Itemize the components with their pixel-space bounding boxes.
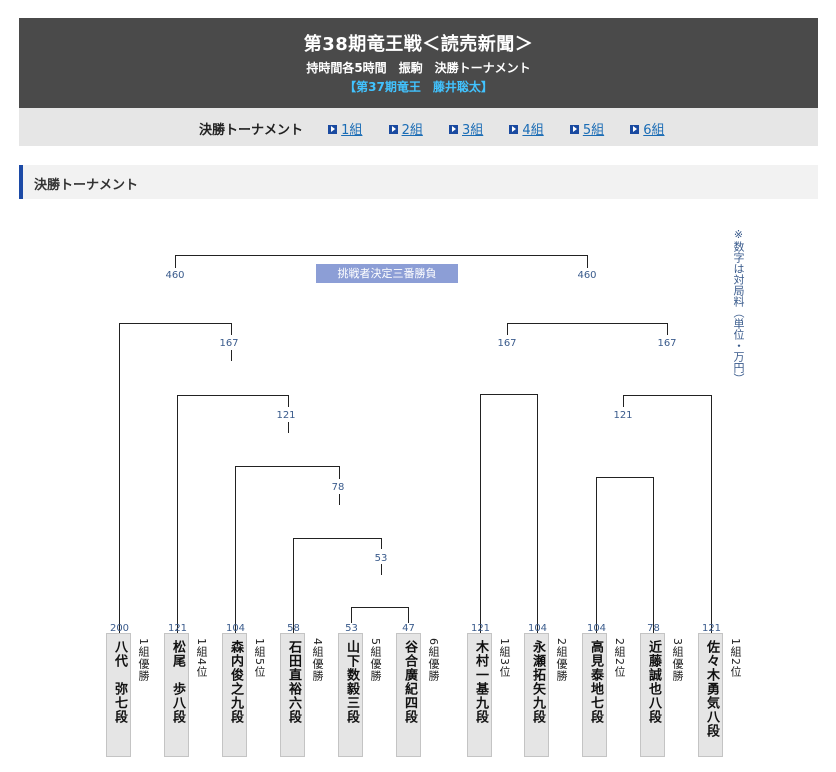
defending-champion: 【第37期竜王 藤井聡太】 [344, 80, 493, 94]
player-name: 八代 弥七段 [112, 640, 127, 724]
r-match-a [480, 394, 538, 633]
r-match-b [596, 477, 654, 633]
player-qualification: 1組4位 [195, 638, 208, 678]
group-nav: 決勝トーナメント 1組 2組 3組 4組 5組 6組 [19, 108, 818, 146]
nav-link-group-2[interactable]: 2組 [388, 123, 445, 138]
player-fee: 78 [647, 623, 660, 634]
player-qualification: 1組優勝 [137, 638, 150, 682]
player-qualification: 1組3位 [498, 638, 511, 678]
arrow-right-icon [449, 125, 458, 134]
player-name: 木村一基九段 [473, 640, 488, 724]
player-box: 永瀬拓矢九段 [524, 633, 549, 757]
nav-link-group-6[interactable]: 6組 [630, 123, 686, 138]
player-box: 谷合廣紀四段 [396, 633, 421, 757]
nav-link-group-1[interactable]: 1組 [328, 123, 384, 138]
final-fee-right: 460 [577, 270, 596, 281]
player-fee: 47 [402, 623, 415, 634]
page-header: 第38期竜王戦＜読売新聞＞ 持時間各5時間 振駒 決勝トーナメント 【第37期竜… [19, 18, 818, 108]
player-qualification: 2組2位 [613, 638, 626, 678]
player-box: 佐々木勇気八段 [698, 633, 723, 757]
player-fee: 104 [528, 623, 547, 634]
page-title: 第38期竜王戦＜読売新聞＞ [303, 34, 534, 55]
r-semi-line [507, 323, 668, 335]
player-qualification: 1組2位 [729, 638, 742, 678]
player-fee: 53 [345, 623, 358, 634]
final-line [175, 255, 588, 268]
l-r2-line [293, 538, 382, 633]
player-fee: 58 [287, 623, 300, 634]
player-fee: 104 [587, 623, 606, 634]
player-fee: 121 [168, 623, 187, 634]
player-name: 永瀬拓矢九段 [530, 640, 545, 724]
section-title: 決勝トーナメント [34, 178, 139, 193]
player-qualification: 1組5位 [253, 638, 266, 678]
nav-link-group-4[interactable]: 4組 [509, 123, 565, 138]
player-fee: 200 [110, 623, 129, 634]
player-name: 石田直裕六段 [286, 640, 301, 724]
player-box: 松尾 歩八段 [164, 633, 189, 757]
player-box: 木村一基九段 [467, 633, 492, 757]
player-box: 近藤誠也八段 [640, 633, 665, 757]
player-name: 佐々木勇気八段 [704, 640, 719, 738]
player-fee: 104 [226, 623, 245, 634]
bracket-lines [119, 255, 712, 633]
r-r3-line [623, 395, 712, 633]
fee-l-r4: 121 [276, 410, 295, 421]
player-qualification: 4組優勝 [311, 638, 324, 682]
player-fees: 200 121 104 58 53 47 121 104 104 78 121 [110, 623, 721, 634]
fee-r-semi: 167 [497, 338, 516, 349]
player-qualification: 2組優勝 [555, 638, 568, 682]
l-semi-line [119, 323, 232, 633]
player-qualification: 5組優勝 [369, 638, 382, 682]
fee-l-semi: 167 [219, 338, 238, 349]
nav-link-group-3[interactable]: 3組 [449, 123, 505, 138]
arrow-right-icon [388, 125, 398, 134]
player-name: 高見泰地七段 [588, 640, 603, 724]
player-name: 近藤誠也八段 [646, 640, 661, 724]
arrow-right-icon [569, 125, 579, 134]
fee-r-semi2: 167 [657, 338, 676, 349]
fee-l-r2: 53 [375, 553, 388, 564]
section-heading: 決勝トーナメント [19, 165, 818, 199]
final-fee-left: 460 [165, 270, 184, 281]
arrow-right-icon [630, 125, 640, 134]
player-qualification: 6組優勝 [427, 638, 440, 682]
player-box: 高見泰地七段 [582, 633, 607, 757]
player-fee: 121 [702, 623, 721, 634]
fee-l-r3: 78 [332, 482, 345, 493]
player-name: 谷合廣紀四段 [402, 640, 417, 724]
player-ticks [351, 622, 409, 623]
player-box: 山下数毅三段 [338, 633, 363, 757]
nav-link-group-5[interactable]: 5組 [569, 123, 626, 138]
player-qualification: 3組優勝 [671, 638, 684, 682]
nav-label: 決勝トーナメント [199, 123, 304, 138]
l-r4-line [177, 395, 289, 633]
final-label: 挑戦者決定三番勝負 [316, 264, 458, 283]
player-box: 八代 弥七段 [106, 633, 131, 757]
player-name: 山下数毅三段 [344, 640, 359, 724]
player-name: 松尾 歩八段 [170, 640, 185, 724]
fee-r-r3: 121 [613, 410, 632, 421]
arrow-right-icon [328, 125, 338, 134]
l-r3-line [235, 466, 340, 633]
page-subtitle: 持時間各5時間 振駒 決勝トーナメント [306, 61, 531, 75]
fee-note: ※数字は対局料（単位・万円） [732, 228, 745, 384]
player-box: 石田直裕六段 [280, 633, 305, 757]
player-box: 森内俊之九段 [222, 633, 247, 757]
player-name: 森内俊之九段 [228, 640, 243, 724]
arrow-right-icon [509, 125, 519, 134]
player-fee: 121 [471, 623, 490, 634]
l-r1-line [351, 607, 409, 622]
